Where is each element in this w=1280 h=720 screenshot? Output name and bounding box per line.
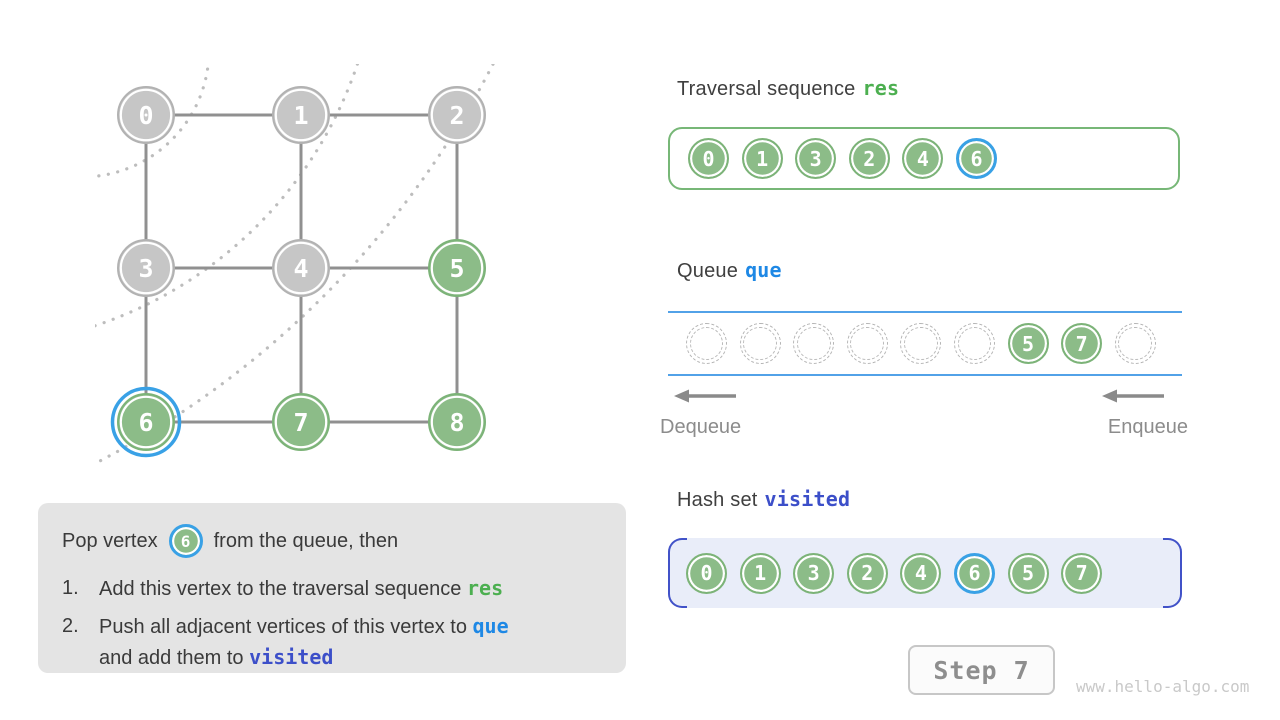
svg-text:2: 2 <box>449 101 464 130</box>
vertex-chip-2: 2 <box>848 138 890 179</box>
description-item-2: 2. Push all adjacent vertices of this ve… <box>62 611 602 673</box>
hash-set-title: Hash set <box>677 489 758 511</box>
svg-text:7: 7 <box>293 408 308 437</box>
vertex-chip-6: 6 <box>953 552 995 594</box>
graph-vertex-0: 0 <box>117 86 175 144</box>
description-item-1: 1. Add this vertex to the traversal sequ… <box>62 573 602 604</box>
vertex-chip-1: 1 <box>741 138 783 179</box>
vertex-chip-6: 6 <box>168 524 203 558</box>
description-list: 1. Add this vertex to the traversal sequ… <box>62 573 602 673</box>
svg-text:3: 3 <box>138 254 153 283</box>
graph-vertex-4: 4 <box>272 239 330 297</box>
graph-vertex-3: 3 <box>117 239 175 297</box>
item-1-text: Add this vertex to the traversal sequenc… <box>99 576 504 600</box>
vertex-chip-0: 0 <box>686 552 727 594</box>
dequeue-label: Dequeue <box>660 416 742 438</box>
graph-vertex-5: 5 <box>428 239 486 297</box>
traversal-sequence-heading: Traversal sequence res <box>677 76 899 101</box>
empty-slot <box>953 323 995 364</box>
item-1-number: 1. <box>62 577 79 599</box>
graph-diagram: 0 1 2 3 4 5 6 7 8 <box>95 64 495 466</box>
vertex-chip-0: 0 <box>688 138 729 179</box>
empty-slot <box>846 323 888 364</box>
description-intro-line: Pop vertex 6 from the queue, then <box>62 521 602 561</box>
dequeue-arrow-icon <box>674 389 736 403</box>
visited-code-label: visited <box>764 487 851 511</box>
traversal-sequence-title: Traversal sequence <box>677 78 856 100</box>
intro-prefix: Pop vertex <box>62 529 158 552</box>
graph-vertex-1: 1 <box>272 86 330 144</box>
svg-text:6: 6 <box>138 408 153 437</box>
vertex-chip-5: 5 <box>1007 552 1049 594</box>
vertex-chip-5: 5 <box>1007 323 1049 364</box>
vertex-chip-2: 2 <box>846 552 888 594</box>
queue-heading: Queue que <box>677 258 782 283</box>
item-2-text: Push all adjacent vertices of this verte… <box>99 614 509 669</box>
hash-set-heading: Hash set visited <box>677 487 850 512</box>
svg-text:0: 0 <box>138 101 153 130</box>
vertex-chip-6: 6 <box>955 138 997 179</box>
vertex-chip-3: 3 <box>795 138 837 179</box>
graph-vertex-7: 7 <box>272 393 330 451</box>
intro-suffix: from the queue, then <box>213 529 399 552</box>
item-2-que-code: que <box>472 614 509 638</box>
watermark-text: www.hello-algo.com <box>1076 677 1250 696</box>
vertex-chip-4: 4 <box>902 138 944 179</box>
svg-text:5: 5 <box>449 254 464 283</box>
step-indicator-button[interactable]: Step 7 <box>908 645 1055 695</box>
item-2-visited-code: visited <box>249 645 334 669</box>
vertex-chip-1: 1 <box>739 552 781 594</box>
graph-vertex-6: 6 <box>110 386 182 458</box>
graph-vertex-2: 2 <box>428 86 486 144</box>
vertex-chip-7: 7 <box>1061 552 1103 594</box>
empty-slot <box>1114 323 1156 364</box>
svg-text:4: 4 <box>293 254 308 283</box>
vertex-chip-7: 7 <box>1061 323 1103 364</box>
step-description-box: Pop vertex 6 from the queue, then 1. Add… <box>38 503 626 673</box>
item-1-res-code: res <box>466 576 504 600</box>
empty-slot <box>686 323 727 364</box>
vertex-chip-4: 4 <box>900 552 942 594</box>
svg-text:8: 8 <box>449 408 464 437</box>
intro-vertex-chip: 6 <box>168 524 203 558</box>
enqueue-label: Enqueue <box>1107 416 1188 438</box>
item-2-number: 2. <box>62 615 79 637</box>
res-code-label: res <box>862 76 900 100</box>
graph-vertex-8: 8 <box>428 393 486 451</box>
empty-slot <box>900 323 942 364</box>
queue-title: Queue <box>677 260 739 282</box>
empty-slot <box>793 323 835 364</box>
empty-slot <box>739 323 781 364</box>
que-code-label: que <box>745 258 782 282</box>
vertex-chip-3: 3 <box>793 552 835 594</box>
svg-text:1: 1 <box>293 101 308 130</box>
enqueue-arrow-icon <box>1102 389 1164 403</box>
